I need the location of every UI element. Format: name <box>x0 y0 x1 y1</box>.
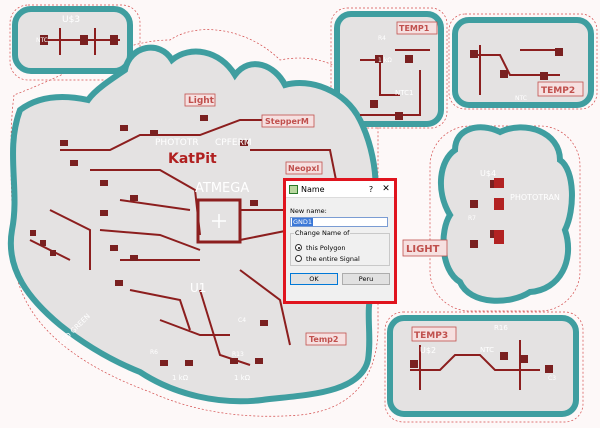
board-outlines <box>9 4 598 423</box>
dialog-titlebar[interactable]: Name ? ✕ <box>286 181 394 198</box>
new-name-value: GND1 <box>292 218 314 226</box>
label-1k-r6: 1 kΩ <box>172 374 189 382</box>
change-name-group: Change Name of this Polygon the entire S… <box>290 229 390 266</box>
label-u4: U$4 <box>480 169 496 178</box>
label-r6: R6 <box>150 349 158 356</box>
label-ntc-temp3: NTC <box>480 346 494 354</box>
label-u2: U$2 <box>420 346 436 355</box>
tag-neopxl: Neopxl <box>288 164 320 173</box>
component-tags: Light StepperM Neopxl TEMP1 TEMP2 LIGHT … <box>168 21 584 346</box>
label-phototr: PHOTOTR <box>155 138 199 148</box>
radio-this-polygon[interactable] <box>295 244 302 251</box>
tag-temp2-bottom: Temp2 <box>309 335 338 344</box>
label-r13: R13 <box>232 351 244 358</box>
tag-temp3: TEMP3 <box>414 331 448 341</box>
label-r7: R7 <box>468 215 476 222</box>
label-1k-r13: 1 kΩ <box>234 374 251 382</box>
tag-stepperm: StepperM <box>265 117 309 126</box>
dialog-title: Name <box>301 184 325 194</box>
tag-katpit: KatPit <box>168 151 217 167</box>
tag-light: Light <box>188 96 215 106</box>
label-atmega: ATMEGA <box>195 181 249 196</box>
radio-entire-signal[interactable] <box>295 255 302 262</box>
label-ntc-top: NTC <box>36 37 48 44</box>
help-icon[interactable]: ? <box>368 184 374 194</box>
label-c3: C3 <box>548 375 556 382</box>
label-ntc-temp2-board: NTC <box>515 95 527 102</box>
atmega-chip-outline <box>196 198 242 244</box>
tag-temp2: TEMP2 <box>541 86 575 96</box>
tag-temp1: TEMP1 <box>399 24 430 33</box>
label-r16: R16 <box>494 324 508 332</box>
label-c4: C4 <box>238 317 246 324</box>
option-this-polygon-label: this Polygon <box>306 243 346 252</box>
ok-button[interactable]: OK <box>290 273 338 285</box>
close-icon[interactable]: ✕ <box>382 184 390 194</box>
rename-dialog: Name ? ✕ New name: GND1 Change Name of t… <box>283 178 397 304</box>
red-marks <box>494 178 504 244</box>
board-fills <box>7 6 594 417</box>
label-cpferm: CPFERM <box>215 138 252 148</box>
label-1k: 1 kΩ <box>378 57 392 64</box>
pads <box>30 35 563 373</box>
cancel-button[interactable]: Peru <box>342 273 390 285</box>
new-name-input[interactable]: GND1 <box>290 217 388 227</box>
label-phototran: PHOTOTRAN <box>510 193 560 202</box>
option-this-polygon[interactable]: this Polygon <box>295 242 385 253</box>
option-entire-signal-label: the entire Signal <box>306 254 360 263</box>
app-icon <box>289 184 298 194</box>
label-u1: U1 <box>190 281 206 295</box>
label-u3: U$3 <box>62 15 80 25</box>
label-r4: R4 <box>378 35 386 42</box>
change-name-legend: Change Name of <box>294 229 351 237</box>
tag-light-board: LIGHT <box>406 244 440 255</box>
option-entire-signal[interactable]: the entire Signal <box>295 253 385 264</box>
label-ntc1: NTC1 <box>395 89 413 97</box>
new-name-label: New name: <box>290 207 327 215</box>
